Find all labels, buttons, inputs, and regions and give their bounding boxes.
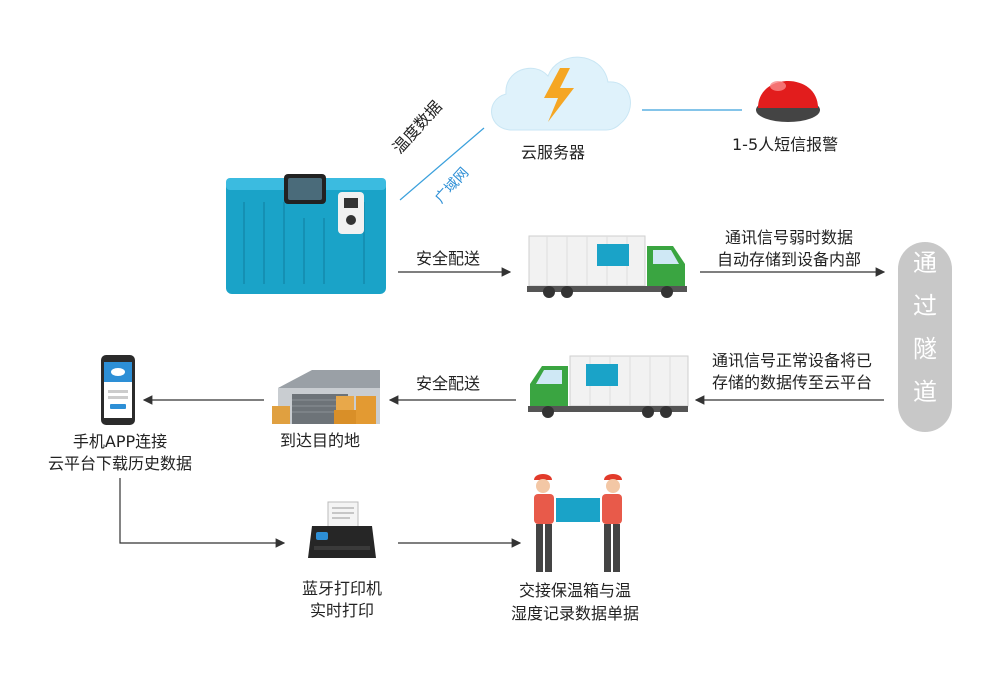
printer-line1: 蓝牙打印机 — [301, 579, 382, 598]
handover-line1: 交接保温箱与温 — [518, 581, 631, 600]
normal-signal-line1: 通讯信号正常设备将已 — [711, 351, 872, 370]
phone-line1: 手机APP连接 — [72, 432, 168, 451]
normal-signal-line2: 存储的数据传至云平台 — [711, 373, 872, 392]
tunnel-char-2: 过 — [913, 292, 937, 320]
cloud-lightning-icon — [491, 56, 631, 131]
tunnel-char-3: 隧 — [913, 335, 937, 363]
tunnel-char-1: 通 — [913, 249, 937, 277]
cloud-server-label: 云服务器 — [521, 143, 586, 162]
destination-label: 到达目的地 — [280, 431, 361, 450]
weak-signal-line1: 通讯信号弱时数据 — [724, 228, 853, 247]
phone-line2: 云平台下载历史数据 — [47, 454, 192, 473]
safe-delivery-label-1: 安全配送 — [416, 249, 481, 268]
tunnel-badge: 通 过 隧 道 — [898, 242, 952, 432]
insulated-coolbox-icon — [226, 174, 386, 294]
refrigerated-truck-icon-2 — [528, 355, 689, 418]
phone-to-printer-arrow — [119, 478, 286, 548]
tunnel-char-4: 道 — [913, 378, 937, 406]
smartphone-icon — [101, 355, 135, 425]
alarm-label: 1-5人短信报警 — [732, 135, 839, 154]
handover-line2: 湿度记录数据单据 — [510, 604, 639, 623]
red-alarm-light-icon — [756, 81, 820, 122]
box-to-cloud-line — [399, 127, 485, 201]
safe-delivery-label-2: 安全配送 — [416, 374, 481, 393]
warehouse-icon — [272, 370, 380, 424]
bluetooth-printer-icon — [308, 501, 376, 558]
refrigerated-truck-icon-1 — [527, 235, 687, 298]
weak-signal-line2: 自动存储到设备内部 — [716, 250, 861, 269]
delivery-workers-icon — [534, 474, 622, 572]
printer-line2: 实时打印 — [309, 601, 374, 620]
